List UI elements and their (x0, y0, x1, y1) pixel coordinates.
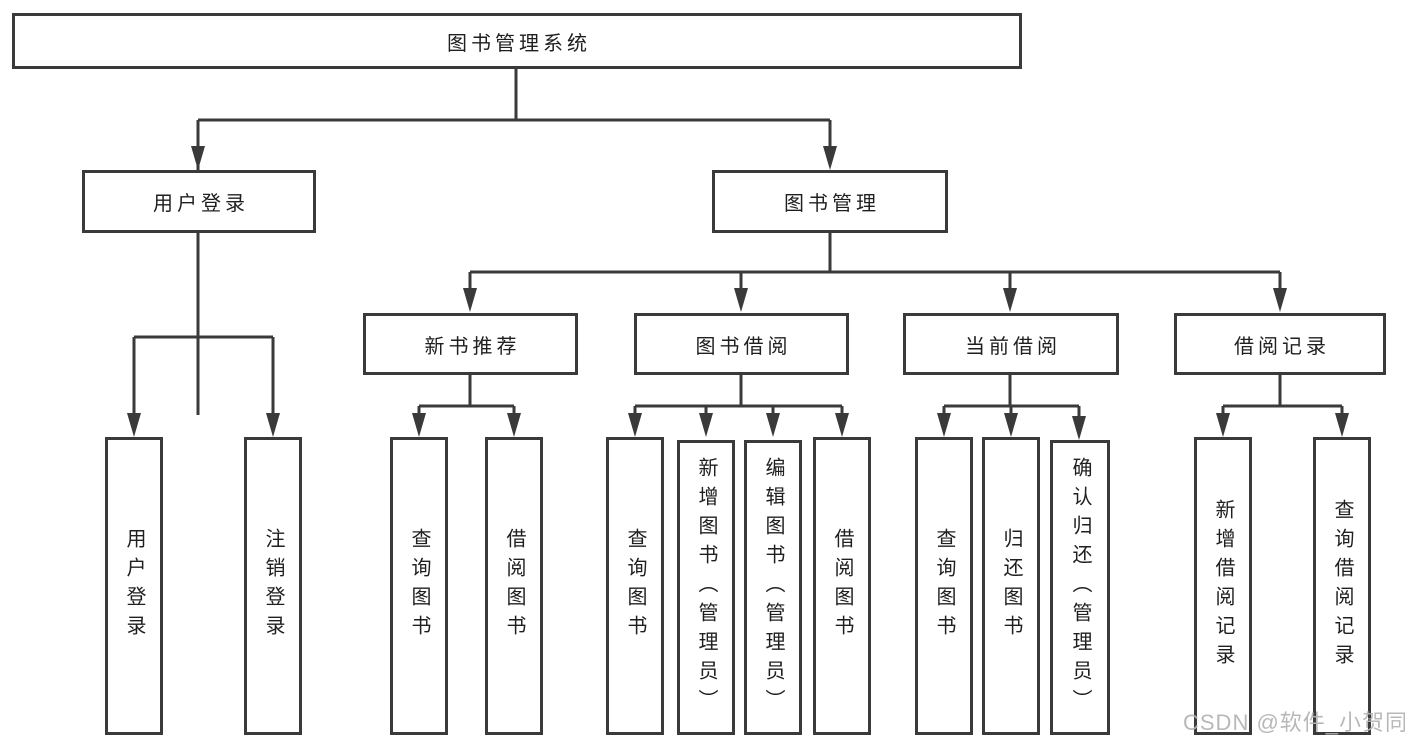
node-leaf-edit-books-admin: 编辑图书（管理员） (744, 440, 802, 735)
leaf-label: 查询借阅记录 (1331, 499, 1353, 673)
node-label: 图书管理系统 (447, 32, 591, 55)
node-label: 图书借阅 (695, 335, 792, 358)
node-leaf-return-books: 归还图书 (982, 437, 1040, 735)
node-new-book-recommend: 新书推荐 (363, 313, 578, 375)
node-label: 用户登录 (153, 193, 249, 215)
node-leaf-recommend-query-books: 查询图书 (390, 437, 448, 735)
node-book-management: 图书管理 (712, 170, 948, 233)
leaf-label: 查询图书 (933, 528, 955, 644)
node-label: 新书推荐 (424, 335, 521, 358)
node-leaf-query-borrow-record: 查询借阅记录 (1313, 437, 1371, 735)
leaf-label: 确认归还（管理员） (1069, 457, 1091, 718)
node-borrowing-records: 借阅记录 (1174, 313, 1386, 375)
node-leaf-recommend-borrow-books: 借阅图书 (485, 437, 543, 735)
leaf-label: 借阅图书 (831, 528, 853, 644)
leaf-label: 查询图书 (624, 528, 646, 644)
leaf-label: 借阅图书 (503, 528, 525, 644)
node-label: 图书管理 (784, 193, 880, 215)
leaf-label: 新增借阅记录 (1212, 499, 1234, 673)
node-leaf-add-books-admin: 新增图书（管理员） (677, 440, 735, 735)
node-leaf-user-login: 用户登录 (105, 437, 163, 735)
node-book-borrowing: 图书借阅 (634, 313, 849, 375)
node-current-borrowing: 当前借阅 (903, 313, 1119, 375)
node-leaf-logout: 注销登录 (244, 437, 302, 735)
leaf-label: 编辑图书（管理员） (762, 457, 784, 718)
node-label: 借阅记录 (1234, 335, 1330, 358)
node-leaf-confirm-return-admin: 确认归还（管理员） (1050, 440, 1110, 735)
node-label: 当前借阅 (965, 335, 1061, 358)
node-leaf-borrowing-query-books: 查询图书 (606, 437, 664, 735)
node-leaf-current-query-books: 查询图书 (915, 437, 973, 735)
node-leaf-borrowing-borrow-books: 借阅图书 (813, 437, 871, 735)
csdn-watermark: CSDN @软件_小贺同学 (1183, 710, 1405, 735)
leaf-label: 归还图书 (1000, 528, 1022, 644)
leaf-label: 用户登录 (123, 528, 145, 644)
leaf-label: 查询图书 (408, 528, 430, 644)
leaf-label: 新增图书（管理员） (695, 457, 717, 718)
node-leaf-add-borrow-record: 新增借阅记录 (1194, 437, 1252, 735)
node-library-management-system: 图书管理系统 (12, 13, 1022, 69)
leaf-label: 注销登录 (262, 528, 284, 644)
node-user-login: 用户登录 (82, 170, 316, 233)
